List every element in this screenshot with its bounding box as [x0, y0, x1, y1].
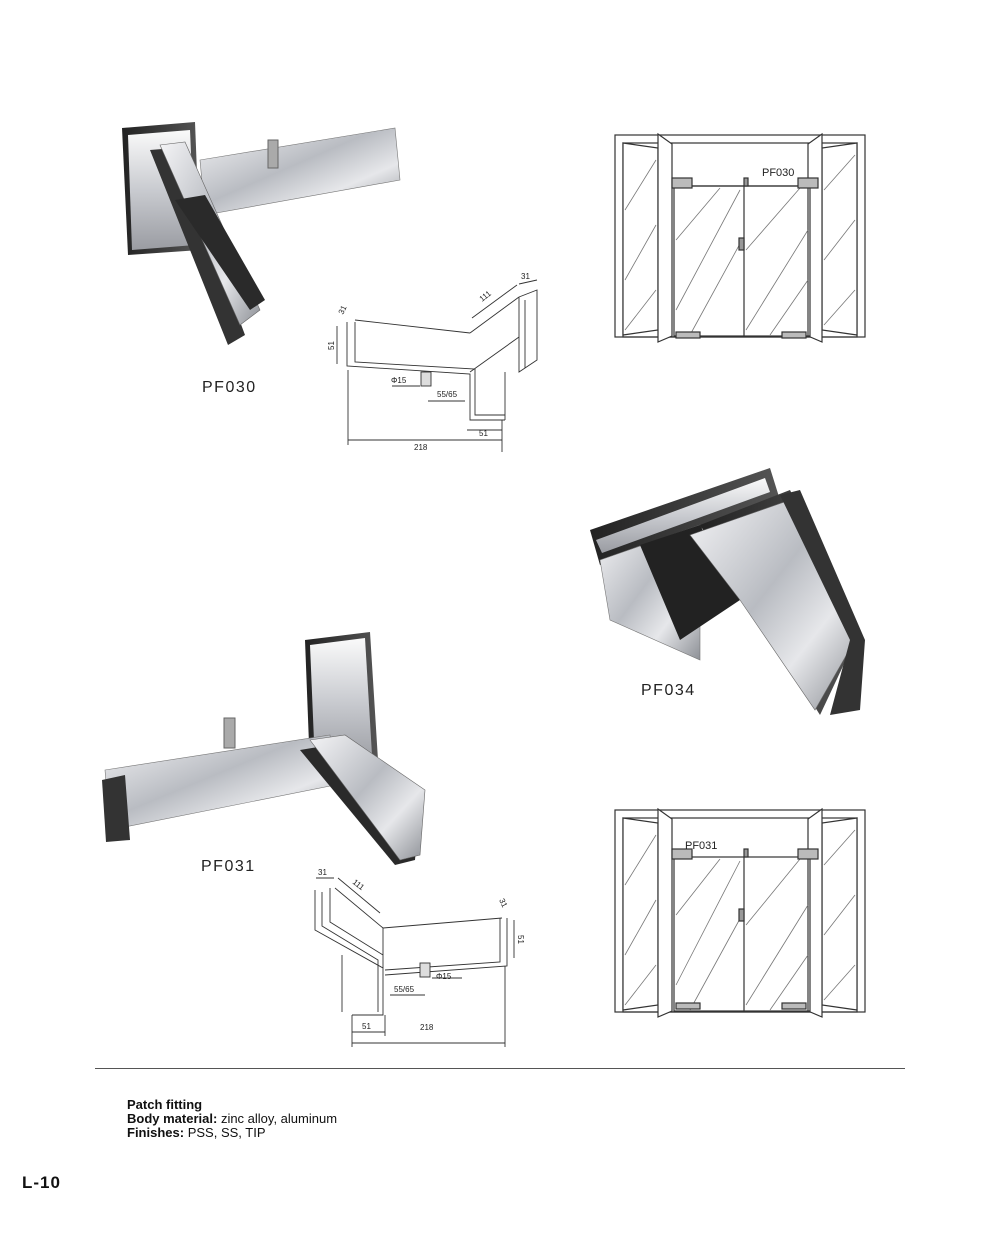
pf031-dimension-labels: 31 111 31 51 Φ15 55/65 51 218: [318, 868, 525, 1032]
spec-title: Patch fitting: [127, 1097, 203, 1112]
dim-phi15: Φ15: [391, 376, 407, 385]
page-number: L-10: [22, 1173, 61, 1192]
dim-55-65: 55/65: [437, 390, 458, 399]
dim-55-65: 55/65: [394, 985, 415, 994]
product-code-pf031: PF031: [201, 858, 256, 875]
product-code-pf034: PF034: [641, 682, 696, 699]
door-diagram-label: PF030: [762, 167, 794, 179]
finishes-label: Finishes:: [127, 1125, 185, 1140]
body-material-value: zinc alloy, aluminum: [220, 1111, 338, 1126]
finishes-value: PSS, SS, TIP: [187, 1125, 266, 1140]
product-code-pf030: PF030: [202, 379, 257, 396]
spec-block: Patch fitting Body material: zinc alloy,…: [127, 1098, 337, 1140]
pf030-dimension-drawing: [336, 279, 538, 452]
door-diagram-pf030: PF030: [614, 132, 866, 343]
dim-51-right: 51: [516, 935, 525, 944]
body-material-label: Body material:: [127, 1111, 218, 1126]
dim-51-bottom: 51: [479, 429, 488, 438]
dim-31-right: 31: [497, 897, 509, 909]
pf031-product-photo: [102, 632, 426, 865]
door-diagram-pf031: PF031: [614, 807, 866, 1018]
pf031-dimension-drawing: [314, 877, 515, 1047]
dim-phi15: Φ15: [436, 972, 452, 981]
dim-51-left: 51: [327, 341, 336, 350]
dim-218: 218: [420, 1023, 434, 1032]
dim-218: 218: [414, 443, 428, 452]
dim-111: 111: [478, 289, 494, 304]
divider: [95, 1068, 905, 1069]
pf034-product-photo: [590, 468, 865, 715]
dim-51-bottom: 51: [362, 1022, 371, 1031]
door-diagram-label: PF031: [685, 840, 717, 852]
dim-31-left: 31: [318, 868, 327, 877]
dim-31-left: 31: [337, 303, 349, 315]
dim-31-right: 31: [521, 272, 530, 281]
pf030-product-photo: [122, 122, 401, 345]
